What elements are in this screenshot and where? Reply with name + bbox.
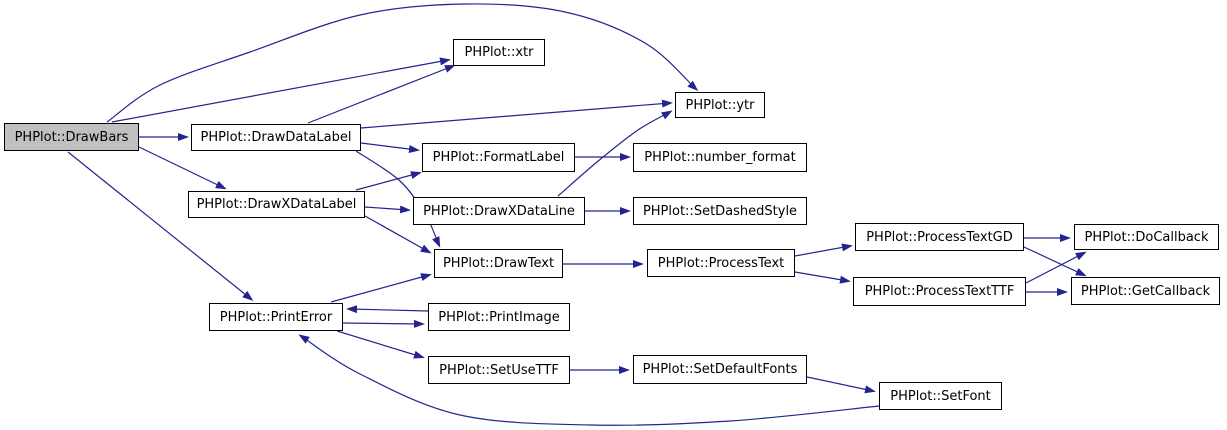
node-DrawXDataLabel[interactable]: PHPlot::DrawXDataLabel [188, 191, 365, 218]
node-number_format[interactable]: PHPlot::number_format [633, 143, 807, 172]
node-DrawDataLabel[interactable]: PHPlot::DrawDataLabel [191, 124, 361, 151]
node-SetUseTTF[interactable]: PHPlot::SetUseTTF [428, 356, 570, 384]
node-label: PHPlot::GetCallback [1080, 283, 1211, 299]
node-label: PHPlot::SetFont [890, 388, 991, 404]
edge-ProcessTextTTF-to-DoCallback [1025, 251, 1087, 284]
node-label: PHPlot::ProcessText [657, 255, 785, 271]
edge-SetDefaultFonts-to-SetFont [806, 376, 876, 394]
edge-PrintImage-to-PrintError [346, 305, 429, 314]
edge-ProcessText-to-ProcessTextTTF [794, 271, 851, 284]
node-label: PHPlot::SetUseTTF [439, 362, 559, 378]
edge-PrintError-to-DrawText [330, 273, 432, 303]
node-label: PHPlot::SetDefaultFonts [642, 362, 798, 377]
node-DoCallback[interactable]: PHPlot::DoCallback [1074, 224, 1219, 250]
node-xtr[interactable]: PHPlot::xtr [453, 39, 545, 66]
edge-DrawXDataLine-to-ytr [557, 110, 673, 197]
edge-DrawDataLabel-to-FormatLabel [360, 142, 420, 153]
node-SetFont[interactable]: PHPlot::SetFont [879, 382, 1002, 410]
edge-PrintError-to-SetUseTTF [336, 330, 425, 359]
node-label: PHPlot::xtr [464, 45, 534, 60]
edge-DrawBars-to-xtr [111, 57, 451, 123]
node-label: PHPlot::DrawXDataLine [423, 203, 575, 219]
node-ProcessTextGD[interactable]: PHPlot::ProcessTextGD [855, 223, 1024, 251]
node-label: PHPlot::PrintError [219, 309, 333, 325]
node-ytr[interactable]: PHPlot::ytr [675, 92, 765, 118]
node-label: PHPlot::ProcessTextGD [866, 229, 1013, 245]
edge-DrawBars-to-DrawXDataLabel [138, 146, 227, 190]
node-DrawText[interactable]: PHPlot::DrawText [434, 249, 563, 278]
edge-DrawXDataLabel-to-DrawText [364, 215, 432, 254]
node-FormatLabel[interactable]: PHPlot::FormatLabel [422, 143, 575, 172]
edges-group [67, 3, 1087, 426]
node-SetDashedStyle[interactable]: PHPlot::SetDashedStyle [633, 197, 807, 225]
node-DrawXDataLine[interactable]: PHPlot::DrawXDataLine [413, 197, 585, 225]
edge-ProcessTextGD-to-GetCallback [1023, 246, 1087, 277]
node-label: PHPlot::DrawText [442, 256, 555, 271]
node-ProcessTextTTF[interactable]: PHPlot::ProcessTextTTF [853, 277, 1026, 306]
node-label: PHPlot::SetDashedStyle [642, 203, 798, 219]
edge-DrawXDataLabel-to-FormatLabel [355, 171, 422, 191]
edge-DrawBars-to-ytr [106, 3, 699, 123]
edge-PrintError-to-PrintImage [342, 319, 425, 328]
node-DrawBars: PHPlot::DrawBars [4, 123, 139, 151]
node-SetDefaultFonts[interactable]: PHPlot::SetDefaultFonts [633, 355, 807, 384]
node-PrintImage[interactable]: PHPlot::PrintImage [428, 303, 570, 331]
edge-DrawDataLabel-to-ytr [360, 99, 673, 129]
node-label: PHPlot::number_format [644, 150, 796, 165]
node-label: PHPlot::DrawXDataLabel [196, 197, 357, 212]
node-label: PHPlot::FormatLabel [432, 150, 565, 165]
node-ProcessText[interactable]: PHPlot::ProcessText [647, 249, 795, 277]
node-GetCallback[interactable]: PHPlot::GetCallback [1071, 277, 1220, 305]
node-PrintError[interactable]: PHPlot::PrintError [209, 303, 343, 331]
node-label: PHPlot::DrawBars [14, 129, 129, 145]
edge-DrawDataLabel-to-xtr [307, 64, 456, 124]
edge-ProcessText-to-ProcessTextGD [794, 243, 853, 257]
node-label: PHPlot::ytr [685, 97, 755, 113]
node-label: PHPlot::ProcessTextTTF [864, 284, 1015, 299]
edge-SetFont-to-PrintError [298, 334, 880, 426]
edge-DrawBars-to-PrintError [67, 151, 254, 301]
node-label: PHPlot::DoCallback [1084, 229, 1209, 245]
edge-DrawXDataLabel-to-DrawXDataLine [364, 205, 411, 214]
node-label: PHPlot::PrintImage [438, 309, 560, 325]
node-label: PHPlot::DrawDataLabel [200, 130, 352, 145]
